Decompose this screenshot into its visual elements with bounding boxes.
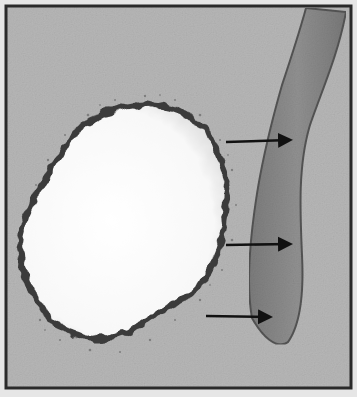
arrow <box>226 244 290 245</box>
arrow <box>206 316 270 317</box>
